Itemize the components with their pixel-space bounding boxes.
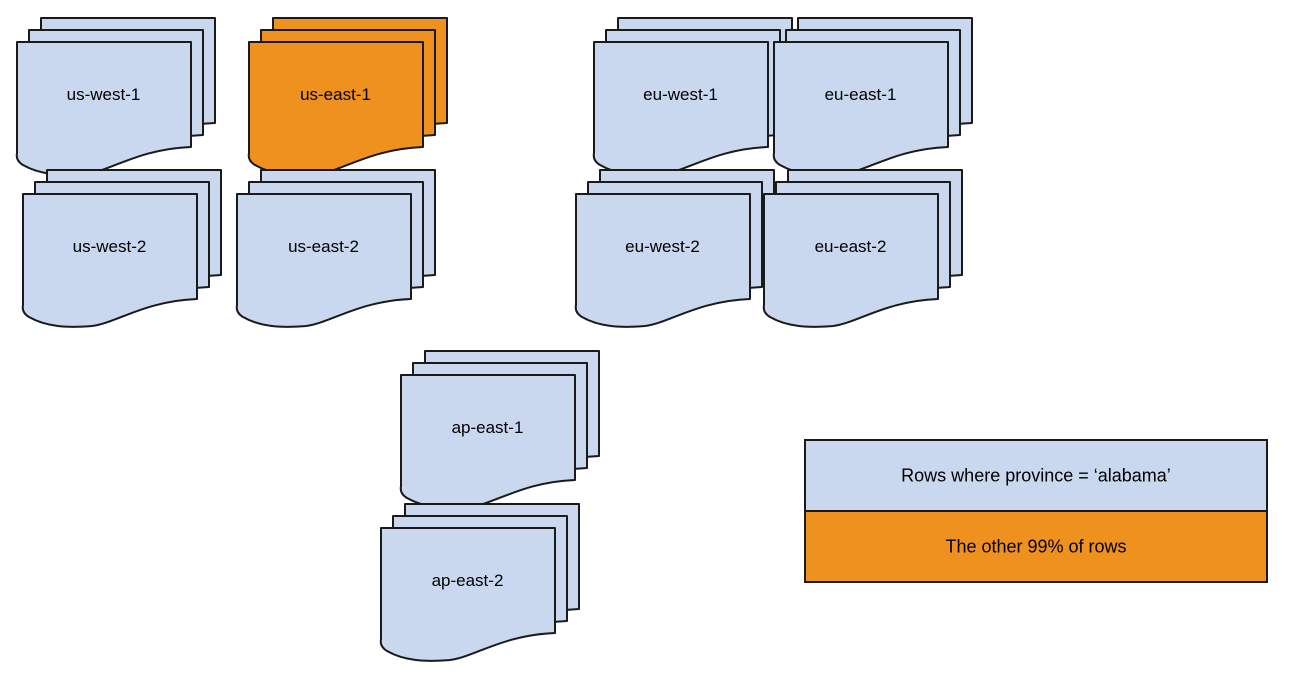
document-stack-label: eu-east-2 <box>815 237 887 256</box>
document-stack-label: eu-west-2 <box>625 237 700 256</box>
document-stack-label: us-east-1 <box>300 85 371 104</box>
document-stack-label: us-east-2 <box>288 237 359 256</box>
document-stack-ap-east-1[interactable]: ap-east-1 <box>399 350 600 509</box>
document-stack-layer-front <box>247 41 424 176</box>
document-stack-layer-front <box>762 193 939 328</box>
document-stack-label: eu-east-1 <box>825 85 897 104</box>
document-stack-layer-front <box>592 41 769 176</box>
document-stack-us-west-1[interactable]: us-west-1 <box>15 17 216 176</box>
document-stack-layer-front <box>574 193 751 328</box>
document-stack-label: ap-east-2 <box>432 571 504 590</box>
document-stack-label: ap-east-1 <box>452 418 524 437</box>
document-stack-label: eu-west-1 <box>643 85 718 104</box>
document-stack-eu-west-2[interactable]: eu-west-2 <box>574 169 775 328</box>
document-stack-layer-front <box>399 374 576 509</box>
document-stack-us-east-1[interactable]: us-east-1 <box>247 17 448 176</box>
document-stack-eu-east-2[interactable]: eu-east-2 <box>762 169 963 328</box>
document-stack-layer-front <box>772 41 949 176</box>
document-stack-layer-front <box>379 527 556 662</box>
document-stack-layer-front <box>21 193 198 328</box>
document-stack-label: us-west-1 <box>67 85 141 104</box>
document-stack-layer-front <box>15 41 192 176</box>
legend-group: Rows where province = ‘alabama’ The other… <box>804 439 1268 583</box>
document-stack-us-east-2[interactable]: us-east-2 <box>235 169 436 328</box>
document-stack-label: us-west-2 <box>73 237 147 256</box>
document-stack-eu-west-1[interactable]: eu-west-1 <box>592 17 793 176</box>
document-stack-us-west-2[interactable]: us-west-2 <box>21 169 222 328</box>
document-stack-layer-front <box>235 193 412 328</box>
document-stack-eu-east-1[interactable]: eu-east-1 <box>772 17 973 176</box>
legend-band-matching-label: Rows where province = ‘alabama’ <box>901 465 1171 485</box>
legend-band-other-swatch <box>804 510 1268 583</box>
legend-band-other-label: The other 99% of rows <box>945 536 1126 556</box>
document-stacks-group: us-west-1 us-east-1 eu-west-1 eu-east-1 us-w… <box>15 17 973 662</box>
document-stack-ap-east-2[interactable]: ap-east-2 <box>379 503 580 662</box>
legend-band-matching-swatch <box>804 439 1268 512</box>
